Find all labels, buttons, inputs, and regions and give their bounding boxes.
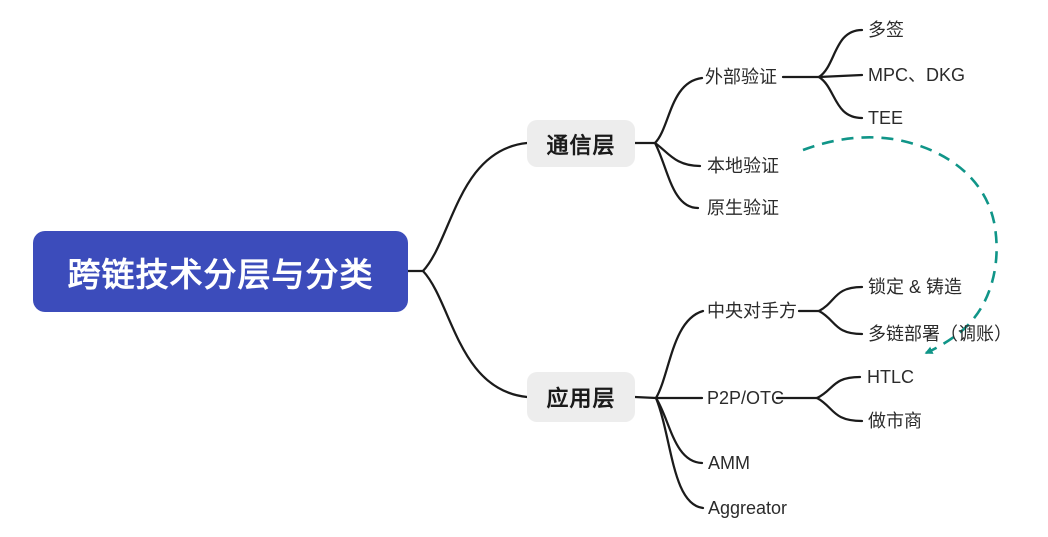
link-p2p-to-marketmaker <box>815 396 864 423</box>
node-htlc[interactable]: HTLC <box>867 367 915 387</box>
node-lock-and-mint[interactable]: 锁定 & 铸造 <box>868 277 963 297</box>
link-ccp-to-lockmint <box>817 285 864 313</box>
link-ccp-to-multichain <box>817 309 864 336</box>
link-external-to-tee <box>817 75 864 120</box>
link-external-to-mpc <box>817 73 864 79</box>
node-aggregator[interactable]: Aggreator <box>708 498 788 518</box>
link-app-to-aggregator <box>654 396 705 510</box>
node-mpc-dkg[interactable]: MPC、DKG <box>868 65 966 85</box>
node-multisig[interactable]: 多签 <box>868 20 904 40</box>
node-local-verification[interactable]: 本地验证 <box>707 156 779 176</box>
node-multichain-deployment[interactable]: 多链部署（调账） <box>868 324 1012 344</box>
link-comm-to-external <box>653 76 704 145</box>
link-app-to-amm <box>654 396 704 465</box>
node-tee[interactable]: TEE <box>868 108 904 128</box>
node-market-maker[interactable]: 做市商 <box>868 411 922 431</box>
node-native-verification[interactable]: 原生验证 <box>707 198 779 218</box>
link-comm-to-local <box>653 141 702 168</box>
branch-node-application-layer[interactable]: 应用层 <box>527 372 635 422</box>
link-app-to-ccp <box>654 309 705 400</box>
root-node[interactable]: 跨链技术分层与分类 <box>33 231 408 312</box>
link-app-stub <box>633 395 658 400</box>
link-root-to-communication <box>421 141 529 273</box>
link-p2p-to-htlc <box>815 375 862 400</box>
link-external-to-multisig <box>817 28 864 79</box>
node-external-verification[interactable]: 外部验证 <box>705 67 777 87</box>
node-central-counterparty[interactable]: 中央对手方 <box>707 301 797 321</box>
node-amm[interactable]: AMM <box>708 453 750 473</box>
branch-node-communication-layer[interactable]: 通信层 <box>527 120 635 167</box>
link-root-to-application <box>421 269 529 399</box>
dashed-reference-arrow <box>802 136 998 355</box>
link-comm-to-native <box>653 141 700 210</box>
node-p2p-otc[interactable]: P2P/OTC <box>707 388 785 408</box>
